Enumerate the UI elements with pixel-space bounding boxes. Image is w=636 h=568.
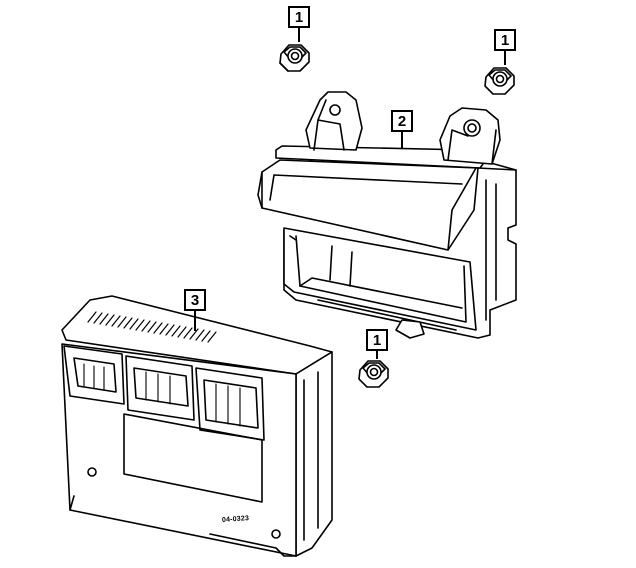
callout-nut-top: 1 bbox=[288, 6, 310, 28]
cooling-fins bbox=[87, 311, 217, 343]
leader-nut-right bbox=[504, 51, 506, 65]
control-module bbox=[61, 295, 333, 557]
callout-bracket: 2 bbox=[391, 110, 413, 132]
leader-bracket bbox=[401, 132, 403, 148]
callout-nut-right: 1 bbox=[494, 29, 516, 51]
callout-module: 3 bbox=[184, 289, 206, 311]
leader-module bbox=[194, 311, 196, 331]
hex-nut-right bbox=[484, 67, 515, 95]
hex-nut-top bbox=[279, 44, 310, 72]
leader-nut-bottom bbox=[376, 351, 378, 359]
callout-nut-bottom: 1 bbox=[366, 329, 388, 351]
hex-nut-bottom bbox=[358, 360, 389, 388]
mounting-bracket bbox=[257, 91, 517, 339]
leader-nut-top bbox=[298, 28, 300, 42]
